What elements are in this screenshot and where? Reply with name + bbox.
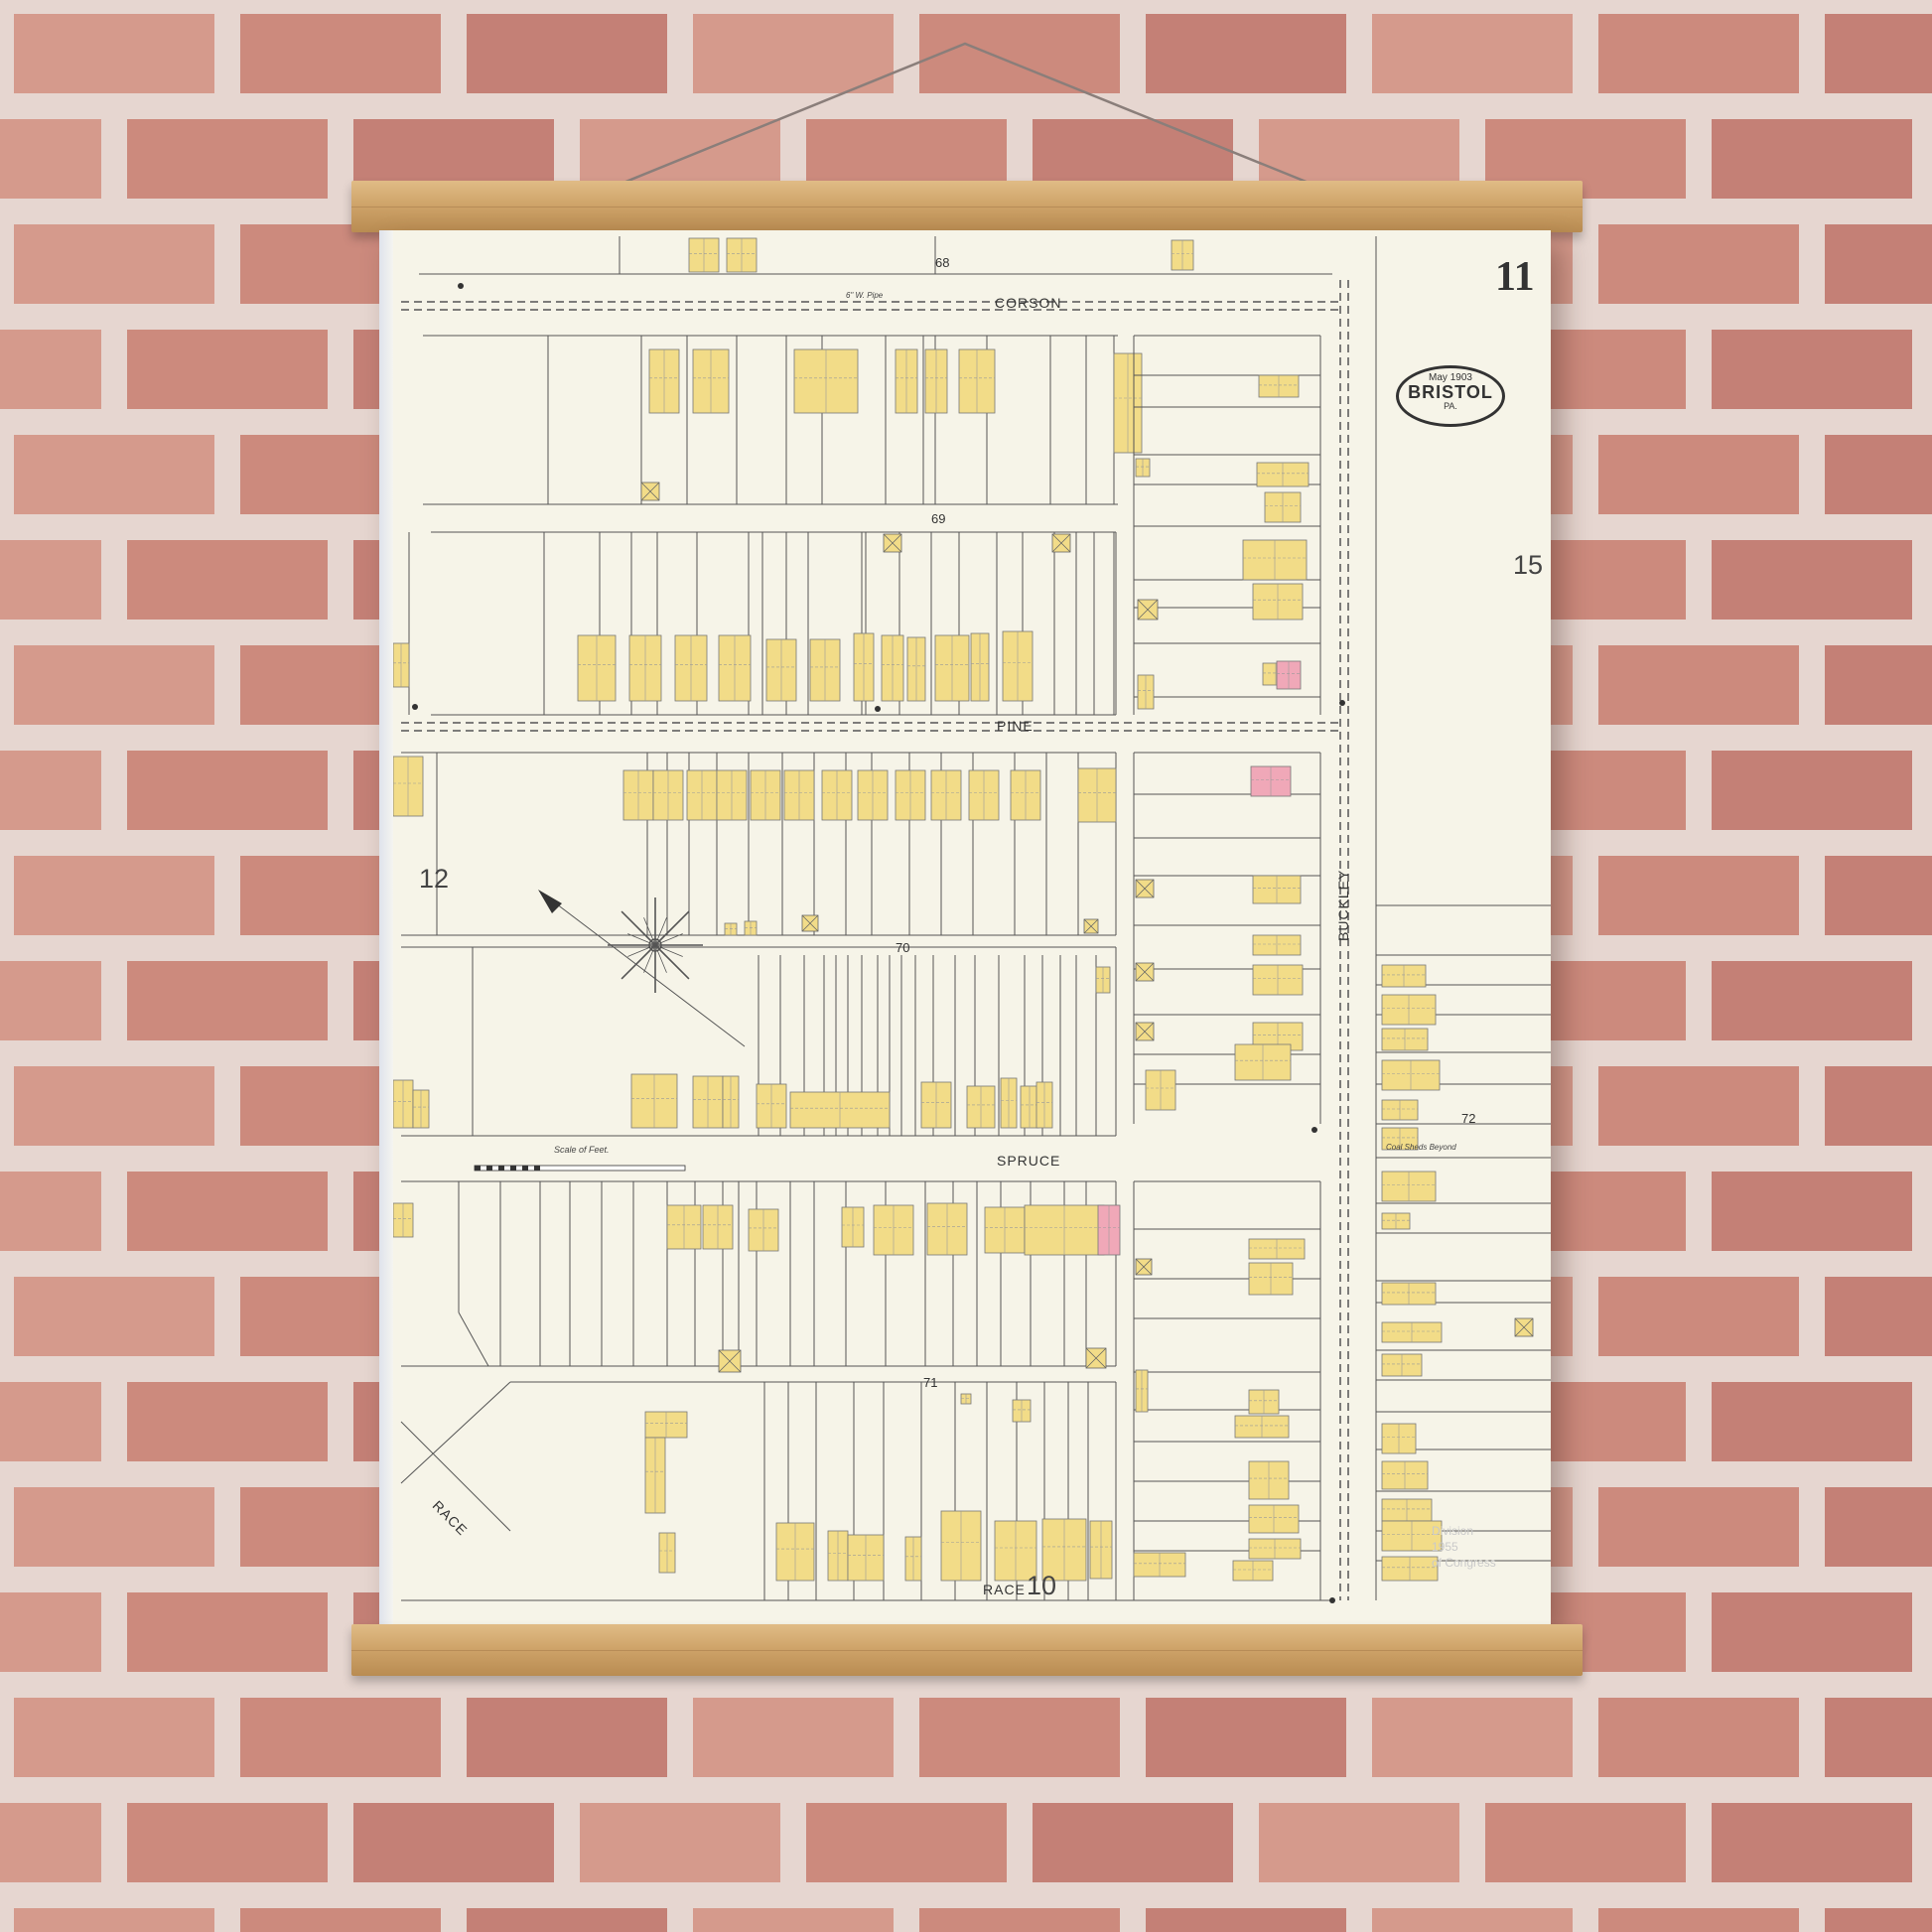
compass-ray — [621, 944, 656, 980]
sanborn-map-poster: 11 May 1903 BRISTOL PA. CORSON PINE SPRU… — [379, 230, 1551, 1626]
bottom-wooden-rail — [351, 1624, 1583, 1676]
compass-ray — [654, 944, 690, 980]
compass-ray — [621, 910, 656, 946]
compass-ray — [654, 944, 683, 957]
lot-line — [458, 1311, 489, 1367]
fire-hydrant — [1329, 1597, 1335, 1603]
map-drawing — [392, 236, 1551, 1603]
compass-needle — [539, 891, 746, 1047]
compass-ray — [654, 910, 690, 946]
stamp-line-1: Division — [1432, 1524, 1474, 1538]
north-arrow — [538, 890, 562, 913]
shed-cross — [1137, 599, 1159, 621]
street-label-spruce: SPRUCE — [997, 1153, 1061, 1169]
stamp-line-3: of Congress — [1432, 1556, 1496, 1570]
block-number-70: 70 — [896, 940, 910, 955]
note-coal-sheds: Coal Sheds Beyond — [1386, 1143, 1456, 1152]
bristol-seal: May 1903 BRISTOL PA. — [1396, 365, 1505, 427]
race-diagonal-line — [400, 1421, 511, 1532]
shed-cross — [1135, 1258, 1153, 1276]
fire-hydrant — [458, 283, 464, 289]
compass-ray — [627, 944, 656, 957]
library-stamp: Division 1955 of Congress — [1432, 1523, 1496, 1571]
compass-ray — [654, 933, 683, 946]
adjacent-sheet-15: 15 — [1513, 550, 1544, 580]
shed-cross — [718, 1349, 742, 1373]
scale-bar-tick — [486, 1166, 492, 1171]
scale-bar-tick — [522, 1166, 528, 1171]
seal-state: PA. — [1444, 401, 1457, 411]
compass-ray — [654, 917, 667, 946]
fire-hydrant — [1339, 700, 1345, 706]
poster-edge — [379, 230, 393, 1626]
page-number: 11 — [1495, 254, 1535, 300]
adjacent-sheet-12: 12 — [419, 864, 450, 894]
seal-date: May 1903 — [1429, 372, 1472, 383]
shed-cross — [1083, 918, 1099, 934]
scale-bar-tick — [475, 1166, 481, 1171]
adjacent-sheet-10: 10 — [1027, 1571, 1057, 1600]
shed-cross — [1135, 879, 1155, 898]
compass-ray — [643, 917, 656, 946]
scale-bar — [474, 1165, 686, 1172]
shed-cross — [1514, 1317, 1534, 1337]
block-number-68: 68 — [935, 255, 950, 270]
shed-cross — [883, 533, 902, 553]
street-label-corson: CORSON — [995, 295, 1062, 311]
shed-cross — [1051, 533, 1071, 553]
street-label-pine: PINE — [997, 718, 1034, 734]
scale-bar-tick — [498, 1166, 504, 1171]
shed-cross — [640, 482, 660, 501]
seal-city: BRISTOL — [1408, 382, 1493, 402]
street-label-buckley: BUCKLEY — [1335, 869, 1351, 941]
scale-label: Scale of Feet. — [554, 1145, 610, 1155]
shed-cross — [1085, 1347, 1107, 1369]
fire-hydrant — [1311, 1127, 1317, 1133]
shed-cross — [801, 914, 819, 932]
top-wooden-rail — [351, 181, 1583, 232]
shed-cross — [1135, 962, 1155, 982]
stamp-line-2: 1955 — [1432, 1540, 1458, 1554]
street-label-race-bottom: RACE — [983, 1582, 1026, 1597]
fire-hydrant — [875, 706, 881, 712]
scale-bar-tick — [510, 1166, 516, 1171]
fire-hydrant — [412, 704, 418, 710]
pipe-label: 6" W. Pipe — [846, 291, 884, 300]
block-number-69: 69 — [931, 511, 946, 526]
compass-ray — [627, 933, 656, 946]
compass-ray — [643, 944, 656, 973]
race-diagonal-edge — [400, 1381, 511, 1484]
scale-bar-tick — [534, 1166, 540, 1171]
block-number-72: 72 — [1461, 1111, 1476, 1126]
block-number-71: 71 — [923, 1375, 938, 1390]
compass-ray — [654, 944, 667, 973]
shed-cross — [1135, 1022, 1155, 1041]
